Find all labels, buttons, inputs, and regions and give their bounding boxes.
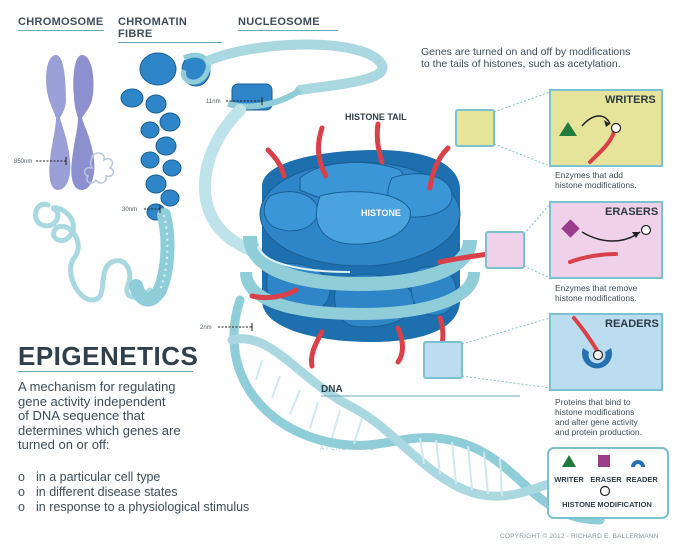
- bullet-text: in response to a physiological stimulus: [36, 500, 250, 514]
- bullet-text: in different disease states: [36, 485, 178, 499]
- intro-text: Genes are turned on and off by modificat…: [421, 46, 681, 70]
- dim-850nm: 850nm: [14, 159, 32, 165]
- list-item: o in a particular cell type: [18, 470, 338, 485]
- legend-reader-label: READER: [626, 475, 658, 484]
- writer-arrow-icon: [581, 115, 611, 127]
- readers-caption-line-2: histone modifications: [555, 407, 635, 417]
- readers-caption: Proteins that bind to histone modificati…: [555, 397, 675, 437]
- description-line-2: gene activity independent: [18, 393, 166, 409]
- dna-label: DNA: [321, 384, 343, 395]
- legend-box: [547, 447, 669, 519]
- bullet-text: in a particular cell type: [36, 470, 161, 484]
- erasers-caption-line-2: histone modifications.: [555, 293, 637, 303]
- dim-2nm: 2nm: [200, 325, 212, 331]
- legend-writer-label: WRITER: [554, 475, 584, 484]
- modification-circle-icon: [610, 122, 622, 134]
- histone-tail-label: HISTONE TAIL: [345, 112, 407, 122]
- modification-circle-icon: [592, 349, 604, 361]
- nucleosome-small: [180, 52, 211, 87]
- legend-modification-label: HISTONE MODIFICATION: [562, 500, 652, 509]
- bullet-list: o in a particular cell type o in differe…: [18, 470, 338, 515]
- description-line-3: of DNA sequence that: [18, 408, 145, 423]
- dim-11nm: 11nm: [206, 99, 221, 105]
- legend-eraser-icon: [598, 455, 610, 467]
- reader-callout-box: [423, 341, 463, 379]
- legend-eraser-label: ERASER: [590, 475, 622, 484]
- erasers-caption-line-1: Enzymes that remove: [555, 283, 638, 293]
- chromosome-header: CHROMOSOME: [18, 16, 104, 31]
- dimension-markers: [36, 97, 263, 331]
- chromatin-fibre-figure: [120, 52, 182, 221]
- histone-label: HISTONE: [361, 208, 401, 218]
- title-underline: [18, 371, 193, 372]
- writers-title: WRITERS: [605, 94, 656, 106]
- erasers-caption: Enzymes that remove histone modification…: [555, 283, 667, 303]
- description-line-4: determines which genes are: [18, 422, 181, 438]
- list-item: o in response to a physiological stimulu…: [18, 500, 338, 515]
- modification-circle-icon: [640, 224, 652, 236]
- eraser-callout-box: [485, 231, 525, 269]
- chromatin-fibre-header: CHROMATIN FIBRE: [118, 16, 222, 43]
- dim-30nm: 30nm: [122, 207, 137, 213]
- writers-caption-line-1: Enzymes that add: [555, 170, 624, 180]
- intro-line-2: to the tails of histones, such as acetyl…: [421, 58, 621, 70]
- readers-caption-line-3: and alter gene activity: [555, 417, 638, 427]
- description-line-1: A mechanism for regulating: [18, 379, 176, 394]
- list-item: o in different disease states: [18, 485, 338, 500]
- bullet-marker: o: [18, 500, 25, 514]
- dna-bases: A T C A G T A G T C: [320, 446, 374, 452]
- histone-tails: [249, 121, 491, 369]
- legend-modification-icon: [599, 485, 611, 497]
- chromatin-thread: [32, 201, 153, 303]
- page-title: EPIGENETICS: [18, 341, 199, 371]
- reader-icon: [582, 348, 612, 369]
- description-line-5: turned on or off:: [18, 437, 110, 452]
- bullet-marker: o: [18, 485, 25, 499]
- nucleosome-header: NUCLEOSOME: [238, 16, 338, 31]
- legend-writer-icon: [562, 455, 576, 467]
- copyright: COPYRIGHT © 2012 - RICHARD E. BALLERMANN: [500, 533, 659, 540]
- readers-caption-line-4: and protein production.: [555, 427, 642, 437]
- intro-line-1: Genes are turned on and off by modificat…: [421, 46, 631, 58]
- writers-caption-line-2: histone modifications.: [555, 180, 637, 190]
- writer-triangle-icon: [559, 122, 577, 136]
- writer-callout-box: [455, 109, 495, 147]
- erasers-title: ERASERS: [605, 206, 659, 218]
- legend-reader-icon: [631, 460, 645, 467]
- bullet-marker: o: [18, 470, 25, 484]
- writers-caption: Enzymes that add histone modifications.: [555, 170, 667, 190]
- readers-title: READERS: [605, 318, 659, 330]
- description: A mechanism for regulating gene activity…: [18, 379, 238, 453]
- readers-caption-line-1: Proteins that bind to: [555, 397, 631, 407]
- eraser-diamond-icon: [561, 219, 580, 238]
- chromosome-figure: [46, 55, 115, 190]
- dna-helix: [227, 295, 605, 525]
